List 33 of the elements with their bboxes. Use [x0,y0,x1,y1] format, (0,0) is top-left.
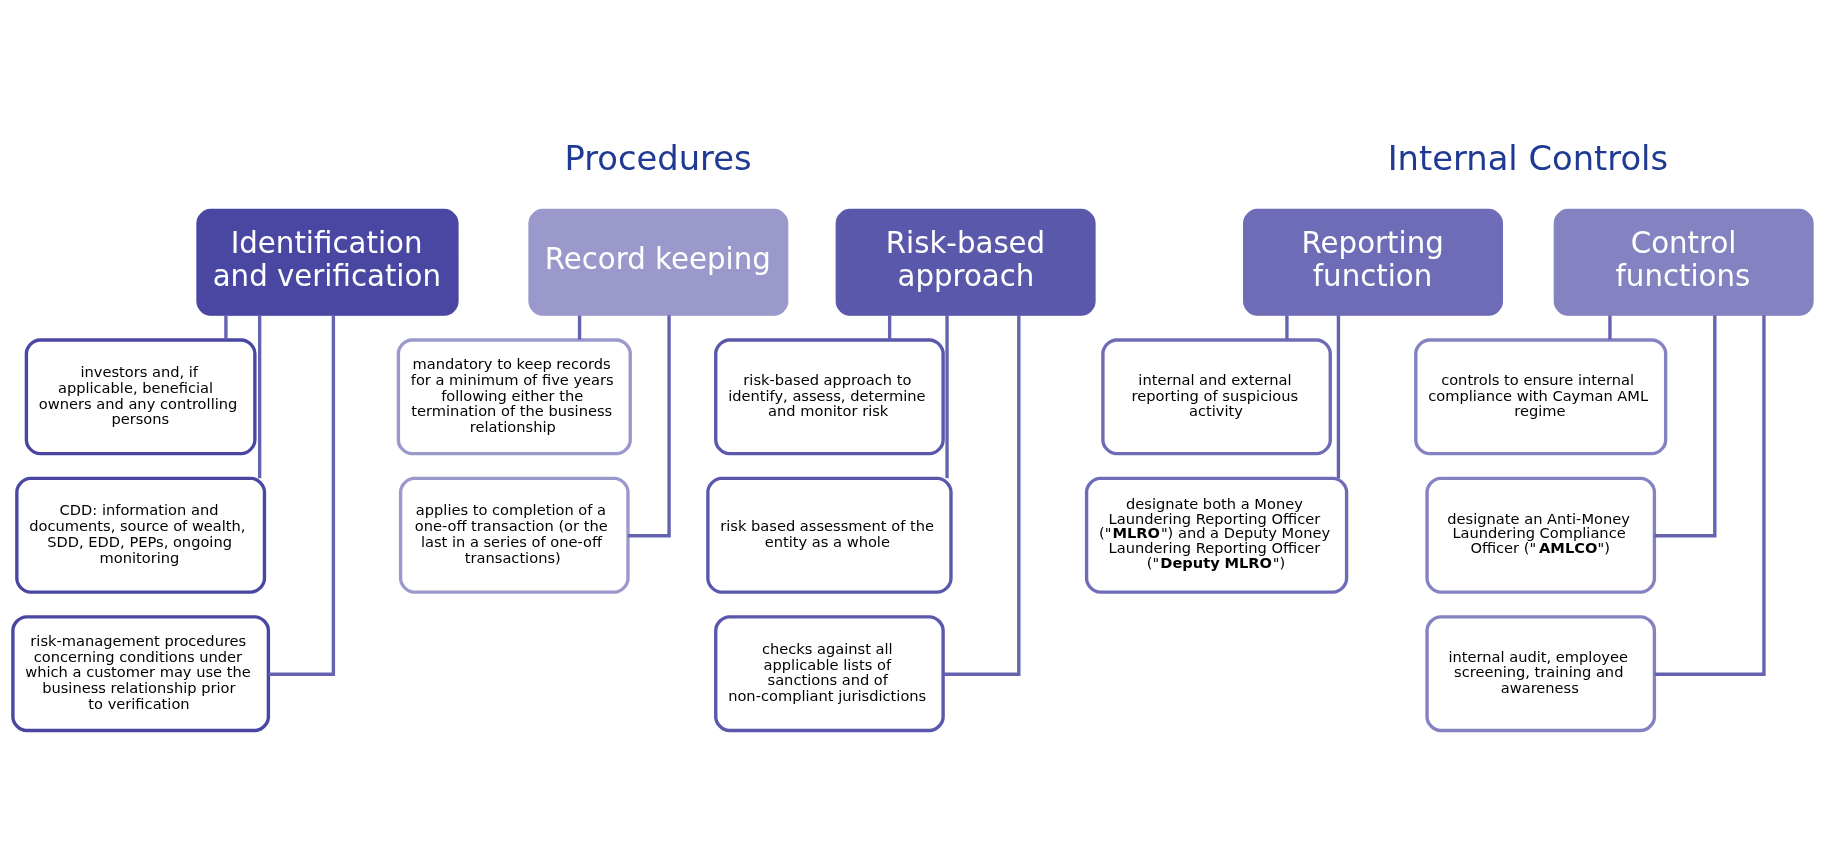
connector [943,314,1021,676]
node-box: Record keeping [528,208,789,316]
node-box: investors and, if applicable, beneficial owners and any controlling persons [24,337,257,455]
node-box: internal and external reporting of suspicious activity [1101,337,1332,455]
node-box: risk-management procedures concerning conditions under which a customer may use the business relationship prior to verification [11,614,271,732]
node-box: controls to ensure internal compliance with Cayman AML regime [1414,337,1668,455]
connector [1336,314,1341,478]
node-box: applies to completion of a one-off transaction (or the last in a series of one-off transactions) [398,476,630,594]
node-box: CDD: information and documents, source of wealth, SDD, EDD, PEPs, ongoing monitoring [15,476,267,594]
node-box: risk based assessment of the entity as a whole [706,476,953,594]
node-box: Risk-based approach [835,208,1096,316]
node-box: risk-based approach to identify, assess, determine and monitor risk [714,337,945,455]
connector [268,314,336,676]
node-box: Reporting function [1243,208,1504,316]
node-box: internal audit, employee screening, training and awareness [1425,614,1657,732]
connector [945,314,949,478]
label: Procedures [564,138,752,178]
label: Internal Controls [1387,138,1669,178]
connector [1608,314,1612,340]
connector [1285,314,1289,340]
connector [224,314,228,340]
connector [1654,314,1766,676]
connector [577,314,582,340]
node-box: Identification and verification [196,208,459,316]
node-box: designate an Anti-Money Laundering Compliance Officer ("AMLCO") [1425,476,1657,594]
node-box: checks against all applicable lists of sanctions and of non-compliant jurisdictions [714,614,945,732]
connector [1654,314,1717,537]
node-box: Control functions [1553,208,1814,316]
connector [258,314,262,478]
node-box: mandatory to keep records for a minimum of five years following either the termination of the business relationship [396,337,632,455]
connector [628,314,671,537]
connector [887,314,892,340]
node-box: designate both a Money Laundering Reporting Officer ("MLRO") and a Deputy Money Laundering Reporting Officer ("Deputy MLRO") [1084,476,1349,594]
